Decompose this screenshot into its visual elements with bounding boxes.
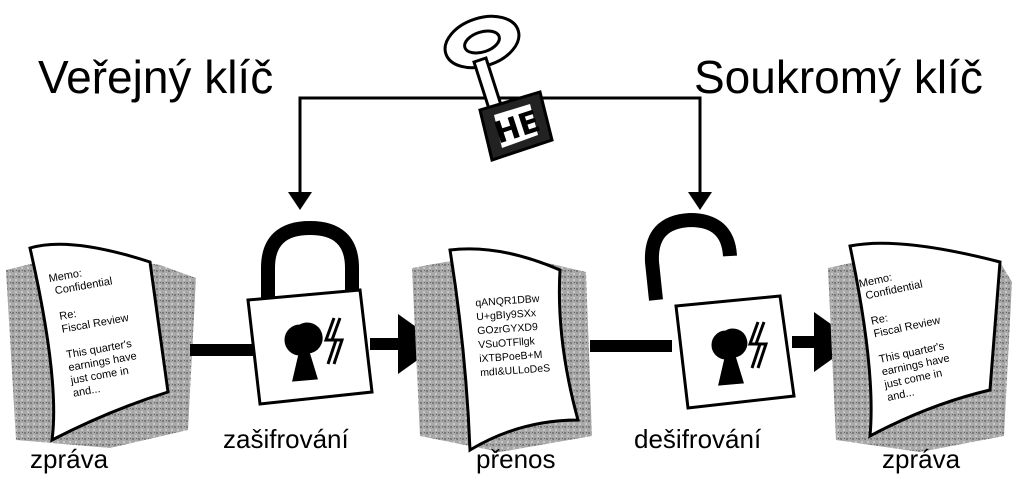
- label-encrypt: zašifrování: [223, 424, 349, 454]
- doc-line: Re:: [870, 312, 889, 327]
- private-key-label: Soukromý klíč: [694, 51, 983, 103]
- public-key-label: Veřejný klíč: [38, 51, 274, 103]
- cipher-line: qANQR1DBw: [475, 293, 540, 309]
- doc-line: and...: [886, 386, 915, 403]
- label-message-right: zpráva: [882, 444, 961, 474]
- cipher-line: GOzrGYXD9: [477, 321, 539, 337]
- flow-arrow-3: [590, 340, 672, 352]
- label-decrypt: dešifrování: [634, 424, 762, 454]
- plain-document-left: Memo: Confidential Re: Fiscal Review Thi…: [6, 242, 196, 448]
- doc-line: Re:: [58, 308, 77, 323]
- doc-line: Memo:: [48, 267, 83, 285]
- public-key-arrow: [288, 192, 312, 210]
- cipher-line: mdI&ULLoDeS: [480, 362, 551, 379]
- closed-lock-icon: [246, 220, 374, 406]
- plain-document-right: Memo: Confidential Re: Fiscal Review Thi…: [828, 241, 1012, 452]
- cipher-line: VSuOTFllgk: [478, 335, 536, 351]
- key-icon: HE: [443, 14, 554, 162]
- label-transmit: přenos: [476, 444, 556, 474]
- open-lock-icon: [644, 212, 796, 410]
- cipher-line: U+gBIy9SXx: [476, 307, 537, 323]
- cipher-document: qANQR1DBw U+gBIy9SXx GOzrGYXD9 VSuOTFllg…: [412, 247, 592, 453]
- doc-line: and...: [72, 383, 101, 400]
- private-key-arrow: [688, 192, 712, 210]
- cipher-line: iXTBPoeB+M: [479, 349, 543, 365]
- label-message-left: zpráva: [30, 444, 109, 474]
